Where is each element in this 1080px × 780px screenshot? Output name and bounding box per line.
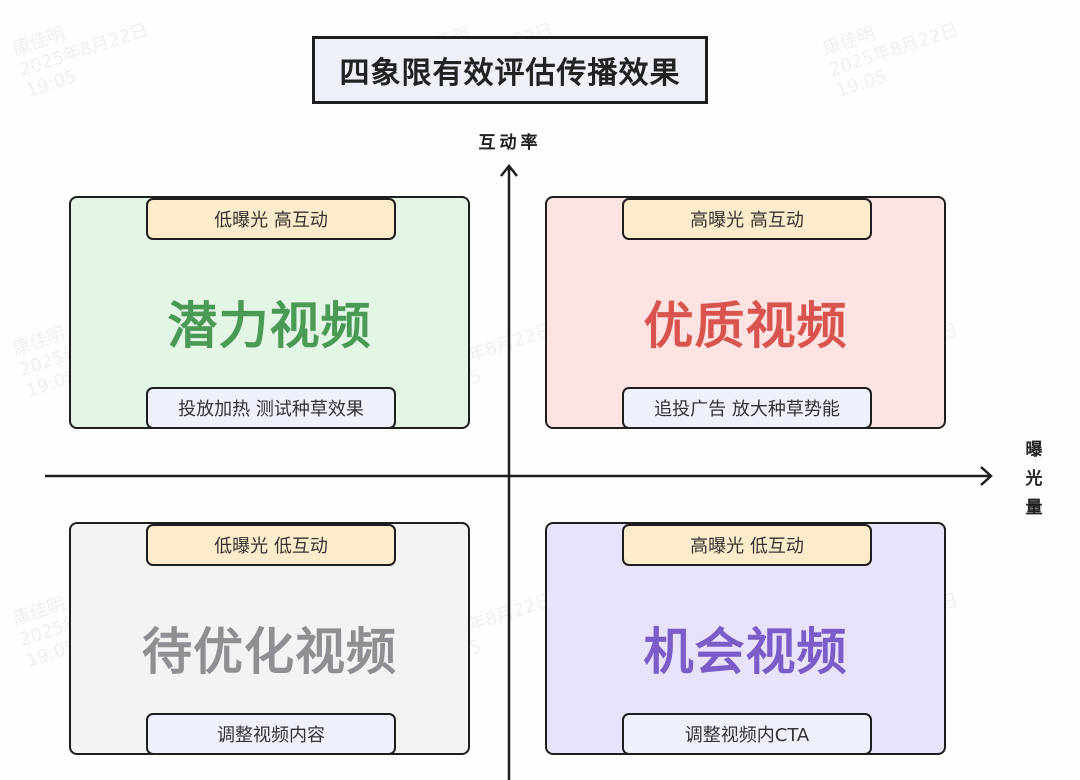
quadrant-action: 追投广告 放大种草势能 [622, 387, 872, 429]
quadrant-potential: 低曝光 高互动 潜力视频 投放加热 测试种草效果 [69, 196, 470, 429]
quadrant-name: 潜力视频 [167, 297, 372, 355]
quadrant-tag: 高曝光 高互动 [622, 198, 872, 240]
quadrant-action: 投放加热 测试种草效果 [146, 387, 396, 429]
x-axis-label-char: 光 [1025, 469, 1043, 489]
quadrant-opportunity: 高曝光 低互动 机会视频 调整视频内CTA [545, 522, 946, 755]
quadrant-action: 调整视频内CTA [622, 713, 872, 755]
quadrant-tag: 高曝光 低互动 [622, 524, 872, 566]
y-axis-label: 互动率 [478, 133, 542, 153]
x-axis-label-char: 量 [1025, 498, 1043, 518]
quadrant-to-optimize: 低曝光 低互动 待优化视频 调整视频内容 [69, 522, 470, 755]
diagram-title: 四象限有效评估传播效果 [312, 36, 708, 104]
y-axis-arrowhead [500, 163, 518, 177]
quadrant-name: 机会视频 [643, 623, 848, 681]
x-axis-label-char: 曝 [1025, 440, 1043, 460]
quadrant-name: 优质视频 [643, 297, 848, 355]
x-axis-arrowhead [980, 466, 993, 486]
quadrant-quality: 高曝光 高互动 优质视频 追投广告 放大种草势能 [545, 196, 946, 429]
quadrant-tag: 低曝光 高互动 [146, 198, 396, 240]
quadrant-action: 调整视频内容 [146, 713, 396, 755]
quadrant-name: 待优化视频 [142, 623, 397, 681]
x-axis-label: 曝 光 量 [1022, 436, 1046, 523]
quadrant-tag: 低曝光 低互动 [146, 524, 396, 566]
